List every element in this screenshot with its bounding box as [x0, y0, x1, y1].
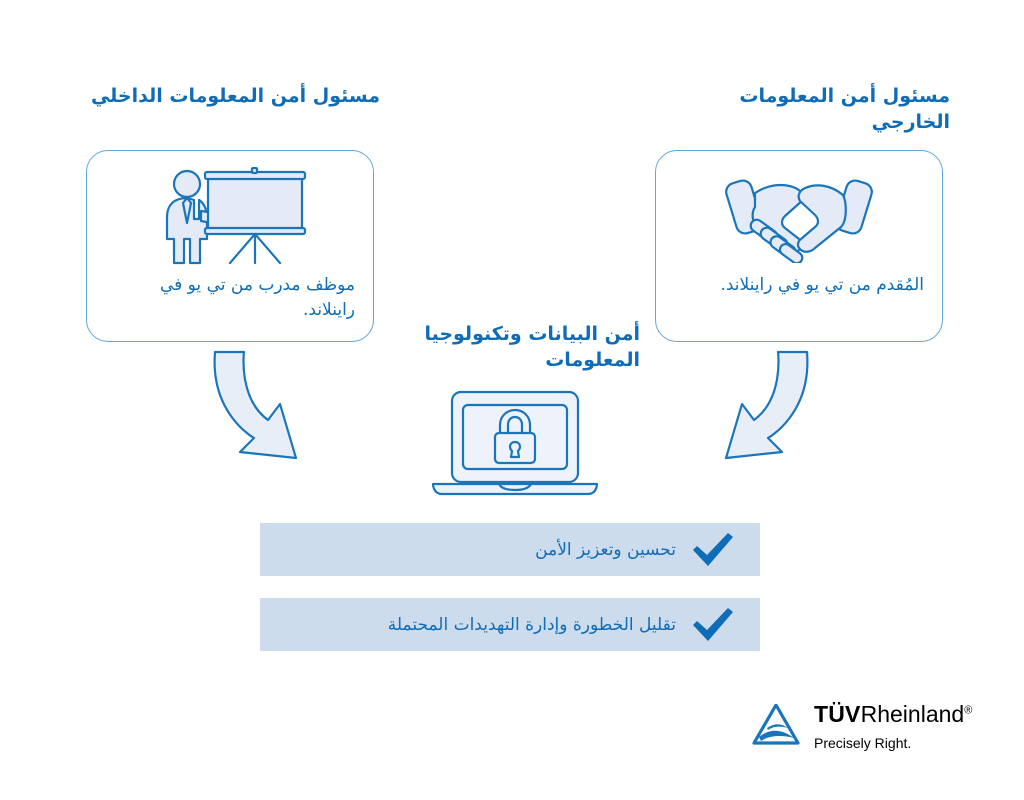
- benefit-bar: تقليل الخطورة وإدارة التهديدات المحتملة: [260, 598, 760, 651]
- tuv-rheinland-triangle-icon: [752, 703, 800, 750]
- trainer-presentation-icon: [87, 165, 373, 269]
- curved-arrow-down-right-icon: [188, 348, 320, 478]
- card-external-caption: المُقدم من تي يو في راينلاند.: [720, 275, 924, 295]
- checkmark-icon: [693, 532, 733, 566]
- logo-tagline: Precisely Right.: [814, 735, 912, 752]
- logo-brand-regular: Rheinland: [860, 701, 965, 727]
- handshake-icon: [656, 165, 942, 269]
- card-internal-officer: موظف مدرب من تي يو في راينلاند.: [86, 150, 374, 342]
- benefit-label: تقليل الخطورة وإدارة التهديدات المحتملة: [387, 614, 676, 635]
- heading-data-it-security: أمن البيانات وتكنولوجيا المعلومات: [424, 323, 640, 371]
- heading-internal-officer: مسئول أمن المعلومات الداخلي: [90, 85, 380, 107]
- card-external-officer: المُقدم من تي يو في راينلاند.: [655, 150, 943, 342]
- laptop-padlock-icon: [425, 388, 605, 504]
- heading-external-officer: مسئول أمن المعلومات الخارجي: [739, 85, 950, 133]
- card-internal-caption: موظف مدرب من تي يو في راينلاند.: [159, 275, 355, 320]
- checkmark-icon: [693, 607, 733, 641]
- curved-arrow-down-left-icon: [702, 348, 834, 478]
- logo-brand-bold: TÜV: [814, 701, 861, 727]
- benefit-bar: تحسين وتعزيز الأمن: [260, 523, 760, 576]
- tuv-rheinland-logo: TÜVRheinland® Precisely Right.: [752, 702, 972, 751]
- registered-mark-icon: ®: [964, 704, 973, 717]
- logo-text-block: TÜVRheinland® Precisely Right.: [814, 702, 972, 751]
- logo-wordmark: TÜVRheinland®: [814, 702, 972, 726]
- benefit-label: تحسين وتعزيز الأمن: [535, 539, 676, 560]
